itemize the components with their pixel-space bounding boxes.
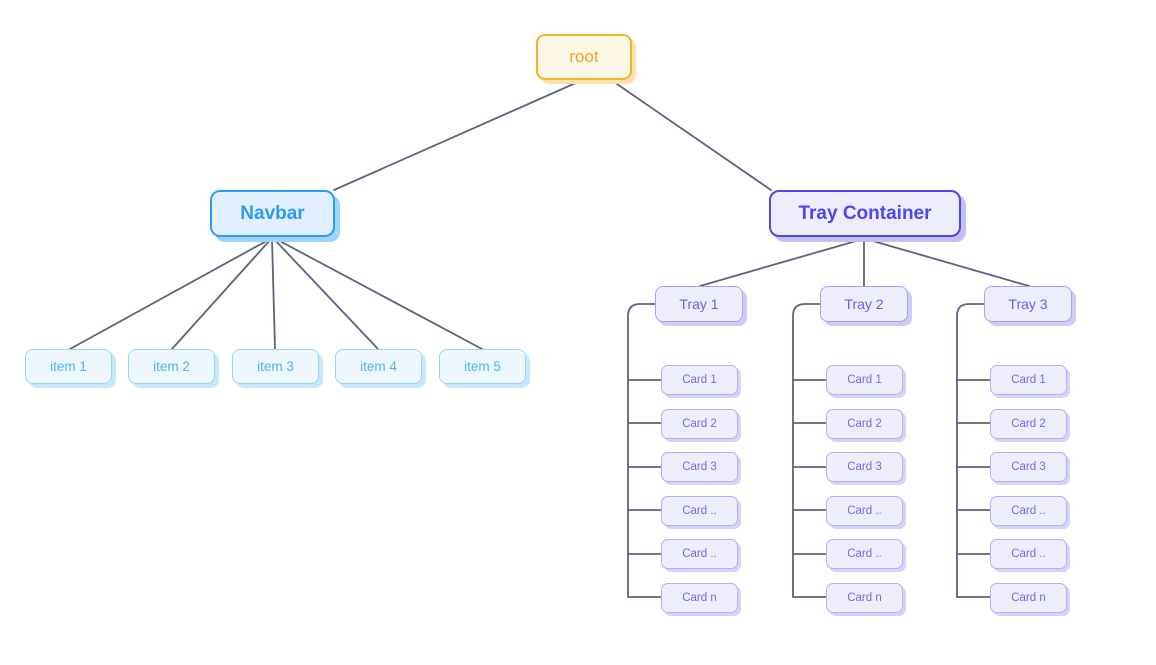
- node-tray-1-card-4[interactable]: Card ..: [661, 496, 738, 526]
- node-root[interactable]: root: [536, 34, 632, 80]
- node-tray-1-card-6[interactable]: Card n: [661, 583, 738, 613]
- node-item-1[interactable]: item 1: [25, 349, 112, 384]
- node-tray-3[interactable]: Tray 3: [984, 286, 1072, 322]
- node-tray-3-card-1[interactable]: Card 1: [990, 365, 1067, 395]
- node-tray-2-card-6[interactable]: Card n: [826, 583, 903, 613]
- node-item-5[interactable]: item 5: [439, 349, 526, 384]
- node-tray-2-card-4[interactable]: Card ..: [826, 496, 903, 526]
- node-tray-1[interactable]: Tray 1: [655, 286, 743, 322]
- node-tray-2-card-5[interactable]: Card ..: [826, 539, 903, 569]
- node-tray-3-card-2[interactable]: Card 2: [990, 409, 1067, 439]
- node-item-3[interactable]: item 3: [232, 349, 319, 384]
- node-tray-3-card-6[interactable]: Card n: [990, 583, 1067, 613]
- node-tray-2[interactable]: Tray 2: [820, 286, 908, 322]
- node-navbar[interactable]: Navbar: [210, 190, 335, 237]
- node-tray-3-card-4[interactable]: Card ..: [990, 496, 1067, 526]
- node-tray-1-card-1[interactable]: Card 1: [661, 365, 738, 395]
- node-item-4[interactable]: item 4: [335, 349, 422, 384]
- node-tray-3-card-5[interactable]: Card ..: [990, 539, 1067, 569]
- node-tray-1-card-3[interactable]: Card 3: [661, 452, 738, 482]
- node-tray-2-card-2[interactable]: Card 2: [826, 409, 903, 439]
- node-tray-2-card-3[interactable]: Card 3: [826, 452, 903, 482]
- node-tray-container[interactable]: Tray Container: [769, 190, 961, 237]
- node-tray-1-card-2[interactable]: Card 2: [661, 409, 738, 439]
- node-item-2[interactable]: item 2: [128, 349, 215, 384]
- node-tray-1-card-5[interactable]: Card ..: [661, 539, 738, 569]
- node-tray-2-card-1[interactable]: Card 1: [826, 365, 903, 395]
- node-tray-3-card-3[interactable]: Card 3: [990, 452, 1067, 482]
